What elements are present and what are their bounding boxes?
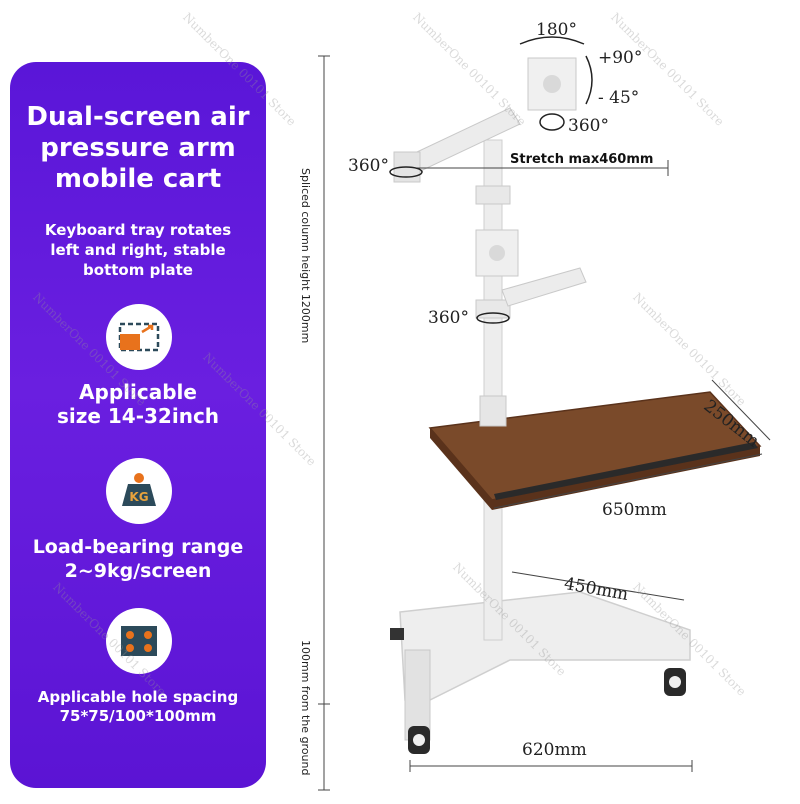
column-height-label: Spliced column height 1200mm bbox=[299, 168, 312, 344]
panel-title: Dual-screen air pressure arm mobile cart bbox=[10, 102, 266, 195]
tray-width-label: 650mm bbox=[602, 500, 667, 520]
title-line: Dual-screen air bbox=[26, 102, 250, 132]
feature-load: Load-bearing range 2~9kg/screen bbox=[10, 535, 266, 583]
feature-size: Applicable size 14-32inch bbox=[10, 380, 266, 428]
tilt-down-label: - 45° bbox=[598, 88, 640, 108]
stretch-label: Stretch max460mm bbox=[510, 152, 654, 167]
feature-panel: Dual-screen air pressure arm mobile cart… bbox=[10, 62, 266, 788]
screen-size-icon bbox=[106, 304, 172, 370]
feature-line: Applicable hole spacing bbox=[37, 688, 239, 706]
feature-holes: Applicable hole spacing 75*75/100*100mm bbox=[10, 688, 266, 726]
subtitle-line: bottom plate bbox=[83, 261, 193, 279]
title-line: mobile cart bbox=[54, 164, 222, 194]
kg-weight-icon: KG bbox=[106, 458, 172, 524]
base-width-label: 620mm bbox=[522, 740, 587, 760]
feature-line: size 14-32inch bbox=[56, 404, 220, 428]
panel-subtitle: Keyboard tray rotates left and right, st… bbox=[28, 220, 248, 280]
subtitle-line: left and right, stable bbox=[50, 241, 226, 259]
rotate-180-label: 180° bbox=[536, 20, 577, 40]
subtitle-line: Keyboard tray rotates bbox=[44, 221, 232, 239]
rotate-upper-label: 360° bbox=[348, 156, 389, 176]
feature-line: 75*75/100*100mm bbox=[59, 707, 217, 725]
svg-text:KG: KG bbox=[129, 490, 148, 504]
product-illustration: 180° +90° - 45° 360° 360° Stretch max460… bbox=[280, 0, 800, 800]
feature-line: Load-bearing range bbox=[32, 536, 244, 558]
tilt-up-label: +90° bbox=[598, 48, 643, 68]
title-line: pressure arm bbox=[40, 133, 236, 163]
rotate-lower-label: 360° bbox=[428, 308, 469, 328]
ground-clearance-label: 100mm from the ground bbox=[299, 640, 312, 776]
vesa-holes-icon bbox=[106, 608, 172, 674]
cart-drawing bbox=[318, 36, 771, 791]
feature-line: Applicable bbox=[79, 380, 197, 404]
feature-line: 2~9kg/screen bbox=[64, 560, 212, 582]
rotate-mount-label: 360° bbox=[568, 116, 609, 136]
